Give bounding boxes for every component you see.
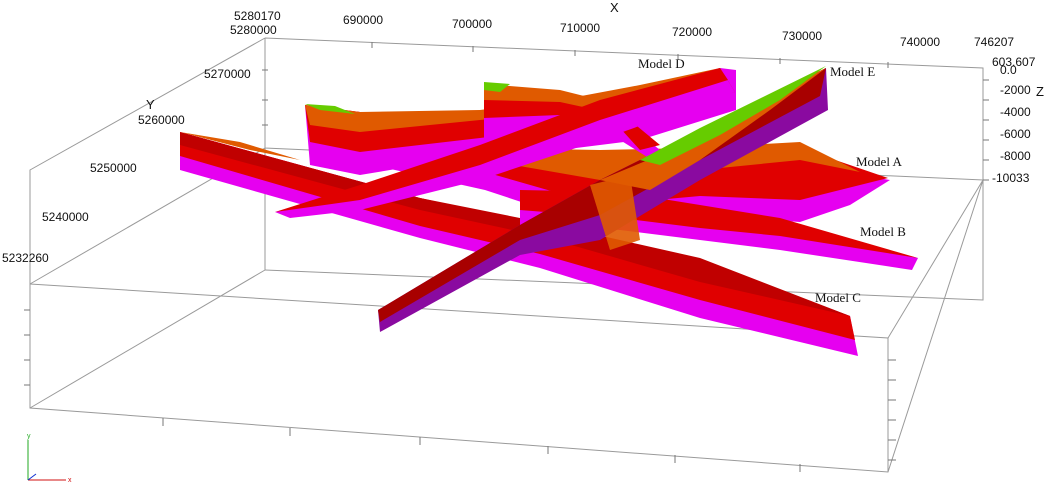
y-tick-label-overlap: 5280170 [234, 9, 281, 23]
model-e-surface[interactable] [378, 66, 828, 332]
tick-marks [24, 42, 989, 472]
model-labels: Model A Model B Model C Model D Model E [638, 56, 906, 305]
bounding-box [29, 37, 984, 473]
y-tick-label: 5280000 [230, 23, 277, 37]
z-tick-label: -6000 [1000, 127, 1031, 141]
z-tick-label: -2000 [1000, 83, 1031, 97]
model-a-label: Model A [856, 154, 902, 169]
y-tick-label: 5270000 [204, 67, 251, 81]
model-c-label: Model C [815, 290, 861, 305]
z-tick-label: -8000 [1000, 149, 1031, 163]
y-tick-label: 5232260 [2, 251, 49, 265]
x-tick-label: 720000 [672, 25, 712, 39]
model-e-label: Model E [830, 64, 875, 79]
y-axis-labels: 5280170 5280000 5270000 5260000 5250000 … [2, 9, 281, 265]
y-axis-title: Y [146, 97, 155, 112]
z-tick-label: -4000 [1000, 105, 1031, 119]
gizmo-x-label: x [68, 477, 72, 484]
z-tick-label: 0.0 [1000, 63, 1017, 77]
z-tick-label: 603.607 [992, 55, 1036, 69]
z-axis-labels: 603.607 0.0 -2000 -4000 -6000 -8000 -100… [992, 55, 1044, 185]
x-tick-label: 730000 [782, 29, 822, 43]
x-tick-label: 740000 [900, 35, 940, 49]
model-d-label: Model D [638, 56, 685, 71]
model-b-label: Model B [860, 224, 906, 239]
z-tick-label: -10033 [992, 171, 1030, 185]
z-axis-title: Z [1036, 84, 1044, 99]
y-tick-label: 5250000 [90, 161, 137, 175]
model-b-band[interactable] [275, 68, 735, 218]
orientation-gizmo: y x [27, 433, 72, 484]
y-tick-label: 5260000 [138, 113, 185, 127]
x-axis-labels: 690000 700000 710000 720000 730000 74000… [343, 0, 1014, 49]
x-tick-label: 690000 [343, 13, 383, 27]
x-axis-title: X [610, 0, 619, 15]
x-tick-label: 710000 [560, 21, 600, 35]
x-tick-label: 746207 [974, 35, 1014, 49]
gizmo-y-label: y [27, 433, 31, 440]
y-tick-label: 5240000 [42, 210, 89, 224]
x-tick-label: 700000 [452, 17, 492, 31]
